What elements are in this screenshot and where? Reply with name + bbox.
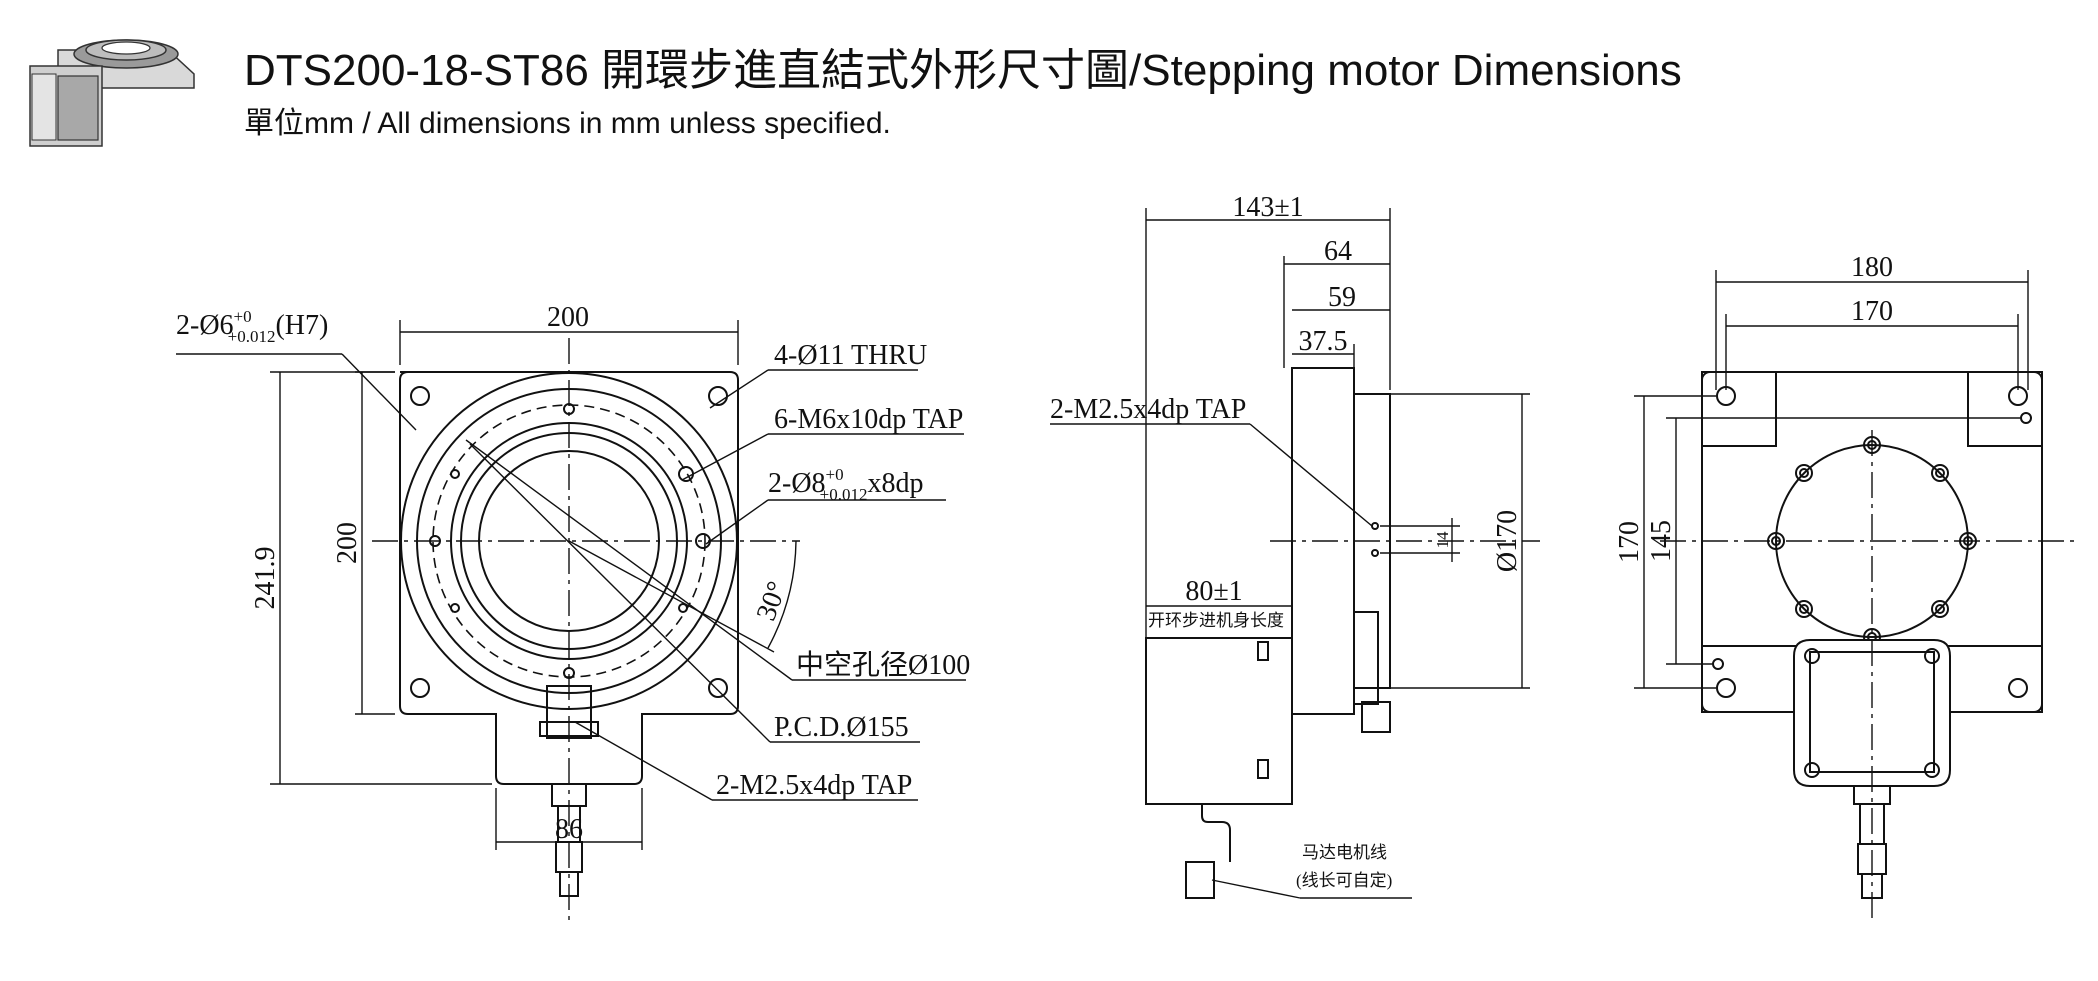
rear-motor [1793,639,1951,787]
motor-cable-plug [1185,861,1215,899]
dim-143: 143±1 [1232,192,1303,223]
drawing-subtitle: 單位mm / All dimensions in mm unless speci… [244,107,891,140]
callout-6-m6-tap: 6-M6x10dp TAP [774,404,963,435]
dim-total-241-9: 241.9 [250,547,281,610]
dim-59: 59 [1328,282,1356,313]
dim-180: 180 [1851,252,1893,283]
mount-hole-tr [708,386,728,406]
dim-dia170: Ø170 [1492,510,1523,572]
callout-bore-100: 中空孔径Ø100 [796,649,970,681]
callout-m2-5-tap-side: 2-M2.5x4dp TAP [1050,394,1246,425]
dim-145-v: 145 [1646,520,1677,562]
callout-pin-h7: 2-Ø6+0+0.012(H7) [176,307,328,346]
side-motor [1145,637,1293,805]
dim-170-v: 170 [1614,521,1645,563]
product-thumbnail [29,39,195,147]
side-connector [1361,701,1391,733]
angle-30: 30° [751,577,794,624]
dim-width-200: 200 [547,302,589,333]
drawing-title: DTS200-18-ST86 開環步進直結式外形尺寸圖/Stepping mot… [244,46,1682,95]
dim-170-h: 170 [1851,296,1893,327]
dim-64: 64 [1324,236,1352,267]
cable-note: (线长可自定) [1296,871,1392,890]
front-view: 200 200 241.9 86 30° 2-Ø6+0+0.012(H7) 4-… [176,302,970,925]
callout-pcd-155: P.C.D.Ø155 [774,712,909,743]
rear-view: 180 170 170 145 [1614,252,2080,920]
callout-m2-5-tap-front: 2-M2.5x4dp TAP [716,770,912,801]
callout-4-dia11-thru: 4-Ø11 THRU [774,340,927,371]
side-view: 143±1 64 59 37.5 Ø170 14 80±1 开环步进机身长度 2… [1050,192,1540,899]
dim-80: 80±1 [1185,576,1242,607]
cable-label: 马达电机线 [1302,843,1387,862]
dim-14: 14 [1433,531,1452,549]
dim-connector-86: 86 [555,814,583,845]
motor-length-note: 开环步进机身长度 [1148,611,1284,630]
mount-hole-bl [410,678,430,698]
dim-37-5: 37.5 [1299,326,1348,357]
mount-hole-br [708,678,728,698]
mount-hole-tl [410,386,430,406]
dim-height-200: 200 [332,522,363,564]
callout-pin-8dp: 2-Ø8+0+0.012x8dp [768,465,923,504]
